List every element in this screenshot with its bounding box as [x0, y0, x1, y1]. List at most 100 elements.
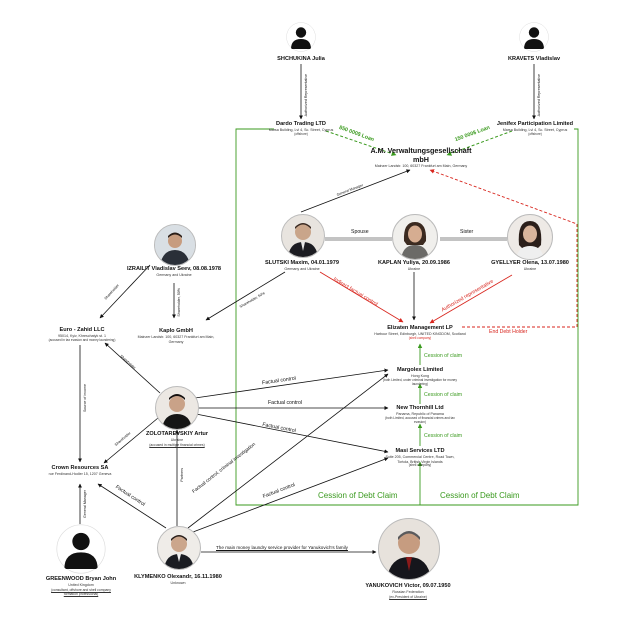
label-spouse: Spouse	[351, 229, 369, 235]
person-name: KRAVETS Vladislav	[507, 56, 561, 62]
person-yanukovich: YANUKOVICH Victor, 09.07.1950 Russian Fe…	[358, 583, 458, 599]
company-tag: (shell company)	[408, 463, 432, 468]
edge-zolo-margolex	[194, 368, 389, 399]
person-nationality: Germany and Ukraine	[284, 266, 320, 271]
person-nationality: Ukraine	[523, 266, 537, 271]
label-sister: Sister	[460, 229, 474, 235]
company-jenifex: Jenifex Participation Limited Marsa Buil…	[490, 121, 580, 137]
company-tag: (accused in tax evasion and money launde…	[48, 337, 116, 342]
edge-zolo-eurozahid	[104, 342, 161, 394]
person-gyellyer: GYELLYER Olena, 13.07.1980 Ukraine	[478, 260, 582, 272]
person-name: ZOLOTAREVSKIY Artur	[145, 431, 209, 437]
company-address: Mainzer Landstr. 100, 60327 Frankfurt am…	[137, 334, 215, 344]
edge-gyellyer-elizaten	[429, 274, 513, 324]
person-izrailit: IZRAILIT Vladislav Seev, 08.08.1978 Germ…	[122, 266, 226, 278]
company-address: Marsa Building, Lvl 4, Sc. Street, Cypru…	[502, 127, 568, 132]
edge-klymenko-masi	[192, 457, 389, 533]
photo-zolotarevskiy	[155, 386, 199, 430]
company-name: Kaplo GmbH	[159, 328, 193, 334]
person-zolotarevskiy: ZOLOTAREVSKIY Artur Ukraine (accused in …	[128, 431, 226, 447]
label-factual-control-2: Factual control	[268, 400, 303, 406]
person-name: YANUKOVICH Victor, 09.07.1950	[365, 583, 451, 589]
company-euro-zahid: Euro - Zahid LLC 95014, Kyiv, Khreschaty…	[44, 327, 120, 343]
label-cession-3: Cession of claim	[424, 433, 463, 439]
person-silhouette-icon	[286, 22, 316, 52]
portrait-icon	[162, 394, 192, 429]
photo-kaplan	[392, 214, 438, 260]
label-source-of-income: Source of income	[83, 384, 87, 412]
person-note: (consultant, offshore and shell company …	[51, 587, 111, 597]
label-cession-debt-left: Cession of Debt Claim	[318, 491, 398, 500]
label-cession-debt-right: Cession of Debt Claim	[440, 491, 520, 500]
company-name: Crown Resources SA	[51, 465, 109, 471]
company-elizaten: Elizaten Management LP Harbour Street, E…	[372, 325, 468, 341]
edge-klymenko-margolex	[187, 373, 389, 529]
person-silhouette-icon	[56, 524, 106, 574]
label-cession-1: Cession of claim	[424, 353, 463, 359]
photo-gyellyer	[507, 214, 553, 260]
edge-cession-frame-left	[235, 128, 420, 506]
person-klymenko: KLYMENKO Olexandr, 16.11.1980 Unknown	[128, 574, 228, 586]
avatar-kravets	[519, 22, 549, 52]
avatar-greenwood	[56, 524, 106, 574]
edge-zolo-crown	[103, 417, 159, 464]
company-tag: (both Limited, accused of financial crim…	[385, 415, 455, 424]
portrait-icon	[164, 535, 194, 569]
photo-yanukovich	[378, 518, 440, 580]
company-name: A.M. Verwaltungsgesellschaft mbH	[370, 146, 472, 164]
edge-loan-jenifex-am	[446, 130, 513, 156]
company-name: Jenifex Participation Limited	[496, 121, 574, 127]
edge-klymenko-crown	[97, 483, 167, 529]
company-am: A.M. Verwaltungsgesellschaft mbH Mainzer…	[366, 146, 476, 169]
edge-indirect-control	[319, 271, 404, 323]
person-note: (accused in multiple financial crimes)	[149, 442, 205, 447]
person-nationality: Russian Federation	[392, 589, 424, 594]
edge-slutski-kaplo	[205, 271, 286, 321]
photo-slutski	[281, 214, 325, 258]
avatar-shchukina	[286, 22, 316, 52]
company-name: Margolex Limited	[396, 367, 443, 373]
company-tag: (offshore)	[528, 131, 542, 136]
person-name: SLUTSKI Maxim, 04.01.1979	[265, 260, 339, 266]
person-kravets: KRAVETS Vladislav	[484, 56, 584, 63]
person-name: GYELLYER Olena, 13.07.1980	[491, 260, 569, 266]
label-auth-rep-1: Authorized Representative	[304, 74, 308, 117]
person-greenwood: GREENWOOD Bryan John United Kingdom (con…	[30, 576, 132, 597]
person-nationality: Unknown	[170, 580, 186, 585]
edge-cession-frame-right	[420, 128, 579, 506]
company-address: Harbour Street, Edinburgh, UNITED KINGDO…	[374, 331, 466, 336]
person-shchukina: SHCHUKINA Julia	[251, 56, 351, 63]
company-name: Elizaten Management LP	[387, 325, 453, 331]
photo-izrailit	[154, 224, 196, 266]
company-tag: (offshore)	[294, 131, 308, 136]
edge-end-debt-holder	[429, 169, 578, 328]
photo-klymenko	[157, 526, 201, 570]
company-address: Mainzer Landstr. 100, 60327 Frankfurt am…	[374, 164, 468, 168]
company-name: Masi Services LTD	[395, 448, 445, 454]
label-laundry: The main money laundry service provider …	[216, 545, 348, 550]
person-slutski: SLUTSKI Maxim, 04.01.1979 Germany and Uk…	[252, 260, 352, 272]
label-general-manager-2: General Manager	[83, 490, 87, 518]
person-nationality: Germany and Ukraine	[156, 272, 192, 277]
person-nationality: Ukraine	[407, 266, 421, 271]
company-name: Euro - Zahid LLC	[59, 327, 105, 333]
company-address: Panama, Republic of Panama	[396, 411, 444, 416]
label-partners: Partners	[180, 468, 184, 482]
company-name: New Thornhill Ltd	[396, 405, 444, 411]
label-cession-2: Cession of claim	[424, 392, 463, 398]
person-silhouette-icon	[519, 22, 549, 52]
person-nationality: United Kingdom	[68, 582, 94, 587]
company-address: rue Ferdinand-Hodler 15, 1207 Geneva	[48, 471, 112, 476]
company-crown: Crown Resources SA rue Ferdinand-Hodler …	[40, 465, 120, 477]
person-name: IZRAILIT Vladislav Seev, 08.08.1978	[126, 266, 222, 272]
portrait-icon	[401, 222, 429, 259]
company-tag: (shell company)	[408, 335, 432, 340]
company-tag: (both Limited, under criminal investigat…	[383, 377, 457, 386]
company-address: Suite 205, Commercial Centre, Road Town,…	[385, 454, 455, 464]
edge-loan-dardo-am	[325, 130, 397, 156]
company-address: Hong Kong	[411, 373, 429, 378]
portrait-icon	[516, 221, 544, 259]
portrait-icon	[288, 223, 318, 257]
